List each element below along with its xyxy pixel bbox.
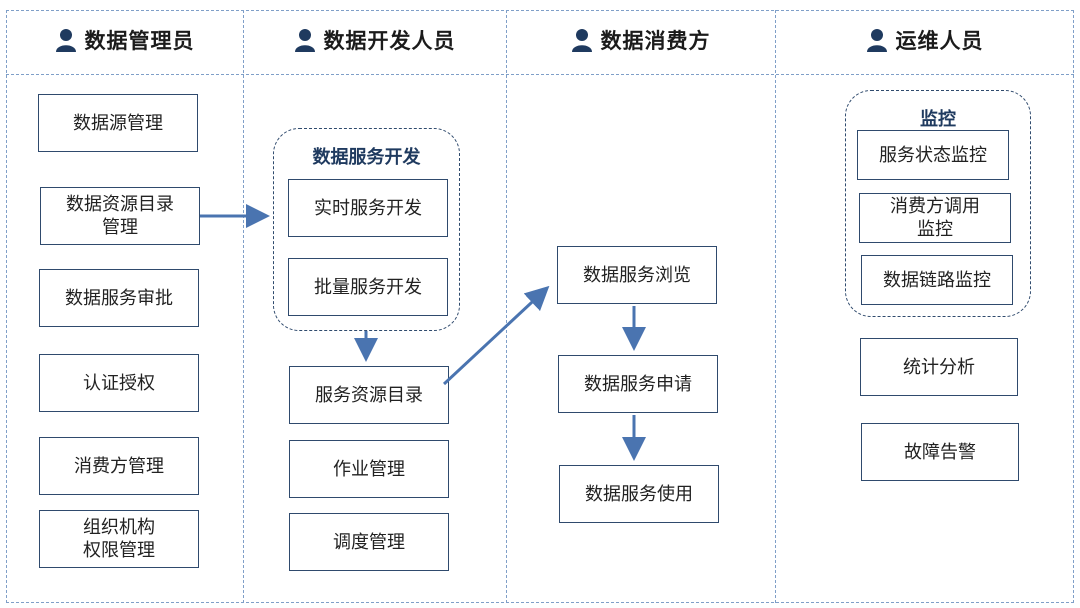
header-divider [6,74,1074,75]
arrow-resource-catalog-to-browse [442,285,550,386]
admin-item-org-permission: 组织机构 权限管理 [39,510,199,568]
column-divider-2 [506,10,507,603]
column-title: 数据开发人员 [323,29,456,53]
diagram-frame [6,10,1074,603]
column-header-admin: 数据管理员 [6,12,243,68]
column-divider-3 [775,10,776,603]
person-icon [294,29,315,52]
dev-item-realtime: 实时服务开发 [288,179,448,237]
column-header-consumer: 数据消费方 [506,12,775,68]
ops-item-statistics: 统计分析 [860,338,1018,396]
admin-item-auth: 认证授权 [39,354,199,412]
column-title: 运维人员 [895,29,984,53]
consumer-item-browse: 数据服务浏览 [557,246,717,304]
column-header-ops: 运维人员 [775,12,1074,68]
column-divider-1 [243,10,244,603]
dev-item-job-mgmt: 作业管理 [289,440,449,498]
ops-item-fault-alert: 故障告警 [861,423,1019,481]
ops-item-status-monitor: 服务状态监控 [857,130,1009,180]
person-icon [866,29,887,52]
admin-item-catalog: 数据资源目录 管理 [40,187,200,245]
dev-group-title: 数据服务开发 [312,147,421,168]
consumer-item-apply: 数据服务申请 [558,355,718,413]
ops-item-consumer-call-monitor: 消费方调用 监控 [859,193,1011,243]
dev-item-schedule-mgmt: 调度管理 [289,513,449,571]
consumer-item-use: 数据服务使用 [559,465,719,523]
admin-item-approval: 数据服务审批 [39,269,199,327]
person-icon [55,29,76,52]
column-title: 数据消费方 [600,29,711,53]
person-icon [571,29,592,52]
column-header-dev: 数据开发人员 [243,12,506,68]
admin-item-consumer-mgmt: 消费方管理 [39,437,199,495]
ops-item-link-monitor: 数据链路监控 [861,255,1013,305]
admin-item-datasource: 数据源管理 [38,94,198,152]
column-title: 数据管理员 [84,29,195,53]
dev-item-resource-catalog: 服务资源目录 [289,366,449,424]
ops-group-title: 监控 [920,109,956,130]
dev-item-batch: 批量服务开发 [288,258,448,316]
